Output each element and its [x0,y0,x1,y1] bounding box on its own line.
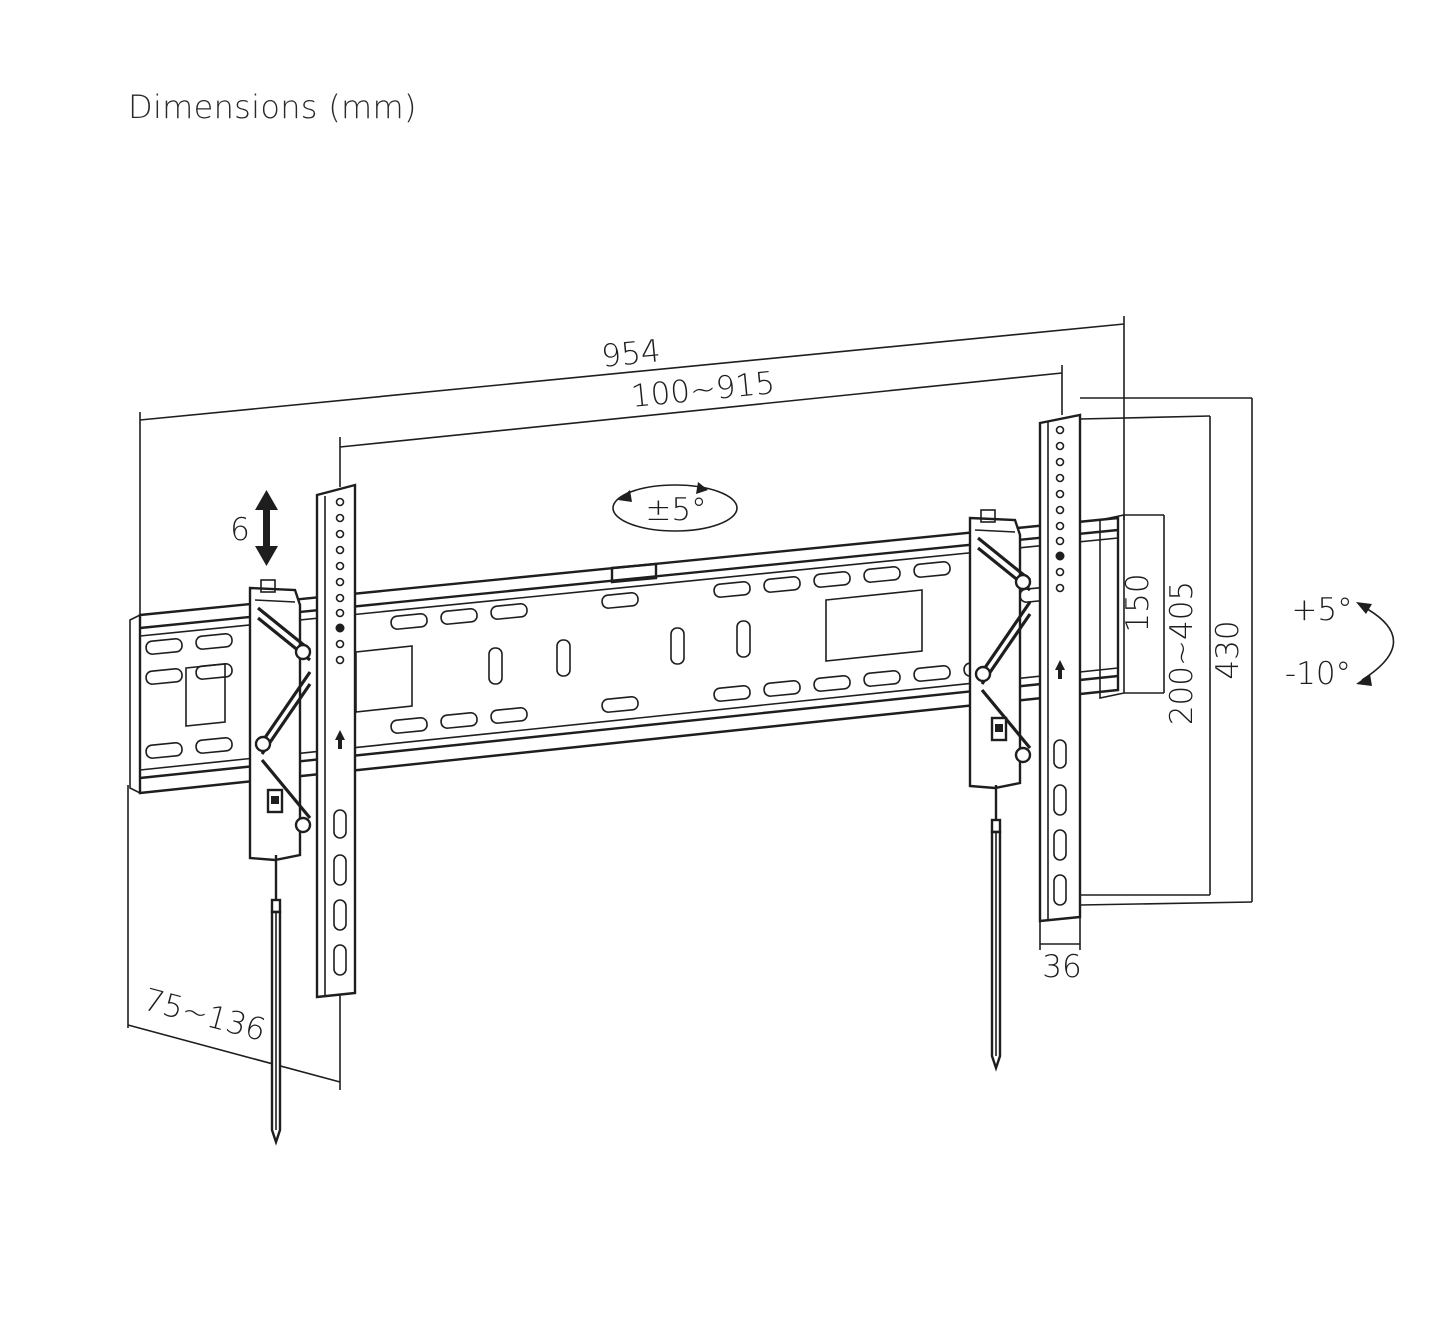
plate-slots-top [145,561,951,655]
dim-wall-distance: 75~136 [140,982,270,1049]
dim-overall-width: 954 [600,333,662,375]
dim-wall-plate-height: 150 [1120,573,1156,632]
tilt-arc-icon [1356,602,1395,686]
dim-lateral-tilt: ±5° [645,492,706,528]
dim-vesa-height: 200~405 [1164,581,1200,725]
dimension-lines [127,316,1253,1090]
dim-tilt-down: -10° [1285,656,1351,692]
dim-height-adjust: 6 [230,512,250,548]
dim-vesa-width: 100~915 [629,365,776,415]
height-adjust-arrow-icon [255,490,278,566]
dim-overall-height: 430 [1210,620,1246,679]
dim-profile-min: 36 [1042,949,1081,985]
right-bracket [968,413,1082,1072]
page-title: Dimensions (mm) [128,88,417,126]
lateral-rotate-icon [612,482,738,532]
wall-plate [129,514,1125,795]
dim-tilt-up: +5° [1291,592,1352,628]
left-bracket [248,483,357,1146]
plate-slots-vertical [488,620,751,685]
